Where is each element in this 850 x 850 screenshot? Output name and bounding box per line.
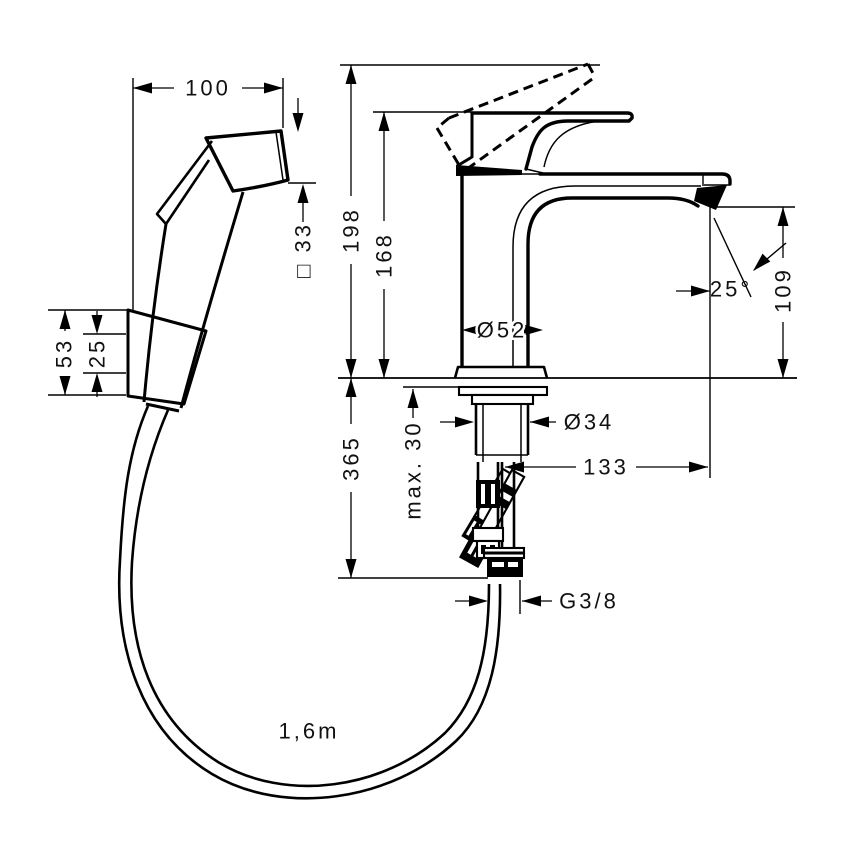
lever-handle: [470, 111, 634, 171]
sprayer-holder: [126, 308, 208, 406]
dim-label-diameter-52: Ø52: [477, 318, 528, 343]
lever-handle-raised-dashed: [435, 62, 597, 171]
extension-lines: [48, 64, 797, 614]
dim-label-53: 53: [52, 338, 77, 368]
faucet-body: [435, 62, 732, 379]
cartridge-block: [456, 112, 474, 168]
dim-label-25: 25: [85, 338, 110, 368]
dim-label-133: 133: [583, 455, 629, 480]
dim-label-diameter-34: Ø34: [564, 410, 615, 435]
spray-angle-line: [713, 217, 752, 298]
dim-label-hose-length: 1,6m: [279, 719, 340, 744]
aerator: [694, 185, 727, 210]
dim-label-angle-25deg: 25°: [710, 277, 752, 302]
dimension-arrows: [59, 65, 789, 607]
spout: [538, 172, 732, 186]
dim-label-max-30: max. 30: [401, 420, 426, 519]
dimension-labels: 100 198 168 □ 33 53 25 Ø52 109 25° max. …: [49, 73, 798, 746]
under-counter-connections: [457, 385, 549, 577]
sprayer-trigger: [155, 140, 214, 226]
dim-label-365: 365: [339, 435, 364, 481]
hand-sprayer: [142, 129, 290, 413]
shower-hose: [117, 405, 502, 800]
dim-label-168: 168: [372, 232, 397, 278]
dim-label-198: 198: [339, 207, 364, 253]
dim-label-100: 100: [185, 76, 231, 101]
dim-label-109: 109: [771, 267, 796, 313]
dim-label-thread-g38: G3/8: [559, 589, 619, 614]
dim-label-square-33: □ 33: [291, 222, 316, 278]
